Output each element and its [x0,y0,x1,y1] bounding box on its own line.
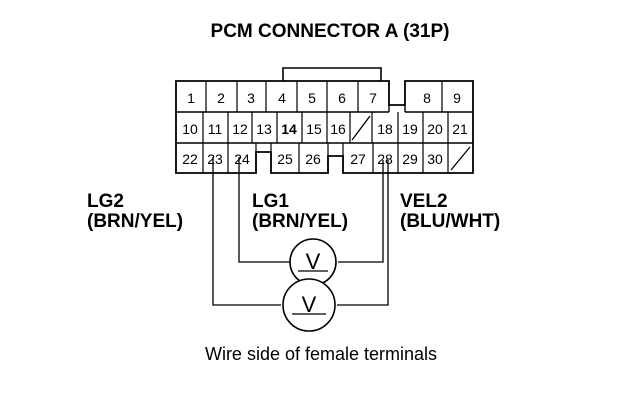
pin-28: 28 [377,151,393,167]
pin-6: 6 [338,90,346,106]
voltmeter-lower-symbol: V [302,292,317,317]
probe-wire-pin28-inner [338,160,384,263]
pin-19: 19 [402,121,418,137]
pin-10: 10 [182,121,198,137]
label-lg1-color: (BRN/YEL) [252,211,348,232]
diagram-caption: Wire side of female terminals [205,344,437,364]
row3-cell-dividers [202,143,449,173]
pin-24: 24 [234,151,250,167]
pin-20: 20 [427,121,443,137]
voltmeter-lower [282,278,336,332]
probe-wire-pin28-outer [337,160,389,306]
pin-29: 29 [402,151,418,167]
pin-27: 27 [350,151,366,167]
row2-cell-dividers [202,112,449,143]
pin-12: 12 [232,121,248,137]
pin-16: 16 [330,121,346,137]
pin-26: 26 [305,151,321,167]
diagram-title: PCM CONNECTOR A (31P) [211,21,450,42]
pin-7: 7 [369,90,377,106]
pin-21: 21 [452,121,468,137]
label-lg2-color: (BRN/YEL) [87,211,183,232]
pin-25: 25 [277,151,293,167]
pin-2: 2 [217,90,225,106]
probe-wire-pin23 [212,157,281,306]
pin-4: 4 [278,90,286,106]
pin-23: 23 [207,151,223,167]
pin-30: 30 [427,151,443,167]
pin-15: 15 [306,121,322,137]
probe-wires [212,157,389,306]
pin-22: 22 [182,151,198,167]
label-vel2-name: VEL2 [400,191,448,212]
pin-3: 3 [247,90,255,106]
connector-lock-tab [282,67,382,81]
empty-cavity-17 [351,115,371,141]
label-lg1-name: LG1 [252,191,289,212]
pin-5: 5 [308,90,316,106]
pin-11: 11 [208,121,223,137]
probe-wire-pin24 [238,157,290,263]
label-lg2-name: LG2 [87,191,124,212]
voltmeter-upper-symbol: V [306,249,321,274]
pin-18: 18 [377,121,393,137]
label-vel2-color: (BLU/WHT) [400,211,500,232]
row1-cell-dividers [205,81,443,112]
pin-13: 13 [256,121,272,137]
pin-9: 9 [453,90,461,106]
pin-1: 1 [187,90,195,106]
empty-cavity-31 [450,146,471,171]
pin-14: 14 [281,121,297,137]
pin-8: 8 [423,90,431,106]
